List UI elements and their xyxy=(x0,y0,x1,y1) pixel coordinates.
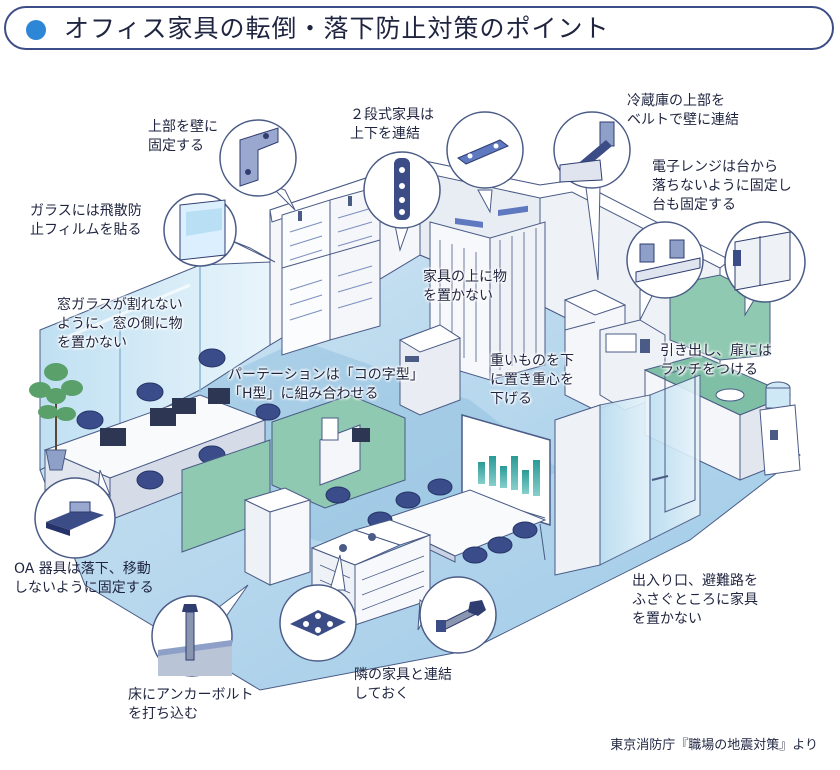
title-banner: オフィス家具の転倒・落下防止対策のポイント xyxy=(4,6,834,50)
callout-window-glass: 窓ガラスが割れない ように、窓の側に物 を置かない xyxy=(57,296,183,353)
callout-latch-line-1: 引き出し、扉には xyxy=(660,343,772,359)
callout-exit-line-1: 出入り口、避難路を xyxy=(632,573,758,589)
callout-glass-film-line-2: 止フィルムを貼る xyxy=(30,222,142,238)
callout-fridge-belt-line-1: 冷蔵庫の上部を xyxy=(627,93,725,109)
callout-neighbor-link-line-1: 隣の家具と連結 xyxy=(354,667,452,683)
callout-neighbor-link-line-2: しておく xyxy=(354,686,410,702)
callout-stack-link: ２段式家具は 上下を連結 xyxy=(350,106,434,144)
callout-fridge-belt-line-2: ベルトで壁に連結 xyxy=(627,112,739,128)
callout-heavy-low-line-2: に置き重心を xyxy=(490,372,574,388)
callout-joint-plate xyxy=(279,554,357,662)
callout-anchor-line-1: 床にアンカーボルト xyxy=(128,687,254,703)
callout-wall-fix-line-1: 上部を壁に xyxy=(148,119,218,135)
callout-wall-fix: 上部を壁に 固定する xyxy=(148,118,218,156)
copier xyxy=(398,324,462,416)
callout-window-glass-line-3: を置かない xyxy=(57,335,127,351)
callout-top-link xyxy=(446,111,524,214)
callout-latch xyxy=(724,221,806,317)
callout-microwave xyxy=(626,221,704,321)
chairs-desk xyxy=(76,348,281,490)
callout-oa-fix-line-1: OA 器具は落下、移動 xyxy=(14,561,151,577)
callout-exit: 出入り口、避難路を ふさぐところに家具 を置かない xyxy=(632,572,758,629)
callout-anchor: 床にアンカーボルト を打ち込む xyxy=(128,686,253,724)
callout-oa-fix-line-2: しないように固定する xyxy=(14,580,154,596)
callout-neighbor-link: 隣の家具と連結 しておく xyxy=(354,666,452,704)
source-credit: 東京消防庁『職場の地震対策』より xyxy=(610,738,818,753)
callout-wall-bracket xyxy=(219,119,297,211)
callout-oa-fixer xyxy=(34,469,116,559)
callout-exit-line-3: を置かない xyxy=(632,611,702,627)
cabinet-small xyxy=(243,487,312,586)
page-title: オフィス家具の転倒・落下防止対策のポイント xyxy=(64,14,610,43)
callout-glass-film-line-1: ガラスには飛散防 xyxy=(30,203,142,219)
callout-microwave: 電子レンジは台から 落ちないように固定し 台も固定する xyxy=(652,158,792,215)
callout-stack-link-line-2: 上下を連結 xyxy=(350,126,420,142)
chair-partition xyxy=(325,486,351,504)
callout-exit-line-2: ふさぐところに家具 xyxy=(632,592,758,608)
callout-glass-film xyxy=(163,193,276,267)
callout-wall-fix-line-2: 固定する xyxy=(148,138,204,154)
callout-microwave-line-1: 電子レンジは台から xyxy=(652,159,778,175)
callout-no-top-items-line-2: を置かない xyxy=(423,288,493,304)
callout-window-glass-line-1: 窓ガラスが割れない xyxy=(57,297,183,313)
callout-glass-film: ガラスには飛散防 止フィルムを貼る xyxy=(30,202,142,240)
callout-anchor-line-2: を打ち込む xyxy=(128,706,198,722)
callout-bolt-nut xyxy=(417,576,497,654)
callout-oa-fix: OA 器具は落下、移動 しないように固定する xyxy=(14,560,154,598)
callout-window-glass-line-2: ように、窓の側に物 xyxy=(57,316,183,332)
chairs-meeting xyxy=(367,478,538,564)
callout-no-top-items-line-1: 家具の上に物 xyxy=(423,269,507,285)
callout-link-plate xyxy=(363,151,441,252)
plant-icon xyxy=(29,363,83,471)
callout-partition: パーテーションは「コの字型」 「H型」に組み合わせる xyxy=(228,366,424,404)
callout-partition-line-2: 「H型」に組み合わせる xyxy=(228,386,379,402)
bookcase-left xyxy=(281,185,381,356)
water-server xyxy=(759,381,801,476)
callout-anchor xyxy=(151,584,249,677)
callout-microwave-line-3: 台も固定する xyxy=(652,197,736,213)
callout-latch-line-2: ラッチをつける xyxy=(660,362,758,378)
title-bullet-icon xyxy=(26,20,46,40)
callout-partition-line-1: パーテーションは「コの字型」 xyxy=(228,367,424,383)
callout-no-top-items: 家具の上に物 を置かない xyxy=(423,268,507,306)
callout-fridge-belt xyxy=(553,111,631,281)
callout-microwave-line-2: 落ちないように固定し xyxy=(652,178,792,194)
callout-heavy-low-line-3: 下げる xyxy=(490,391,532,407)
exit-glass-wall xyxy=(554,364,701,576)
callout-fridge-belt: 冷蔵庫の上部を ベルトで壁に連結 xyxy=(627,92,739,130)
callout-heavy-low-line-1: 重いものを下 xyxy=(490,353,574,369)
callout-heavy-low: 重いものを下 に置き重心を 下げる xyxy=(490,352,574,409)
callout-latch: 引き出し、扉には ラッチをつける xyxy=(660,342,772,380)
callout-stack-link-line-1: ２段式家具は xyxy=(350,107,434,123)
